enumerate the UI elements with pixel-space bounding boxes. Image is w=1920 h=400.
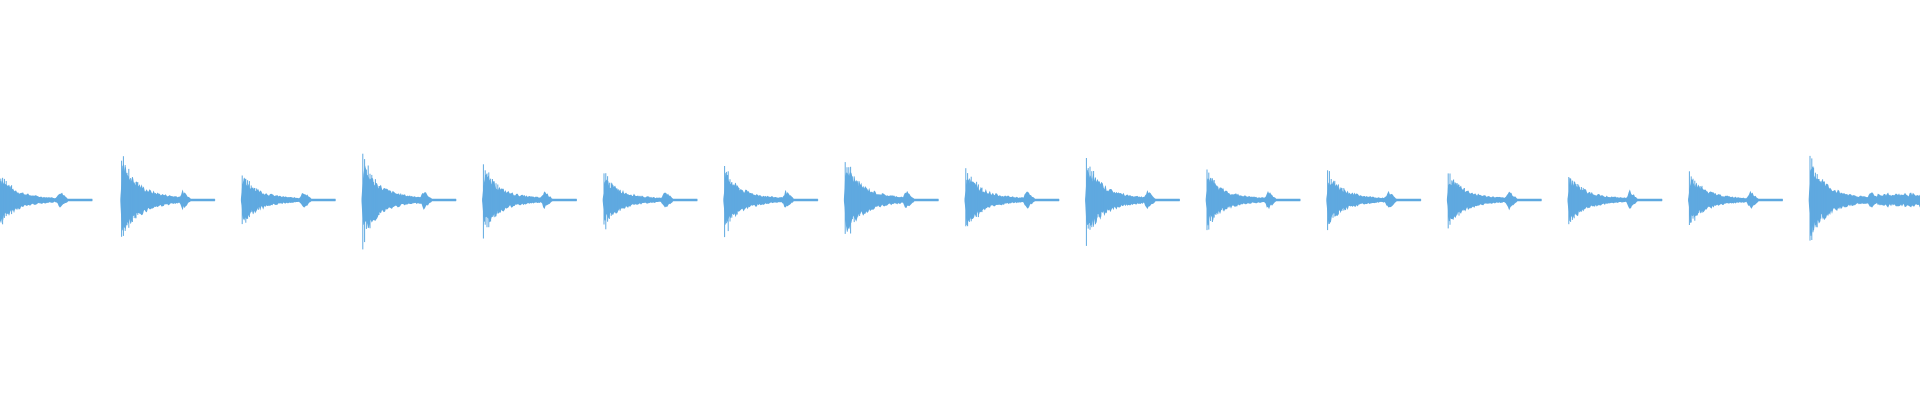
waveform-hit (240, 175, 336, 225)
waveform-hit (120, 156, 216, 237)
waveform-hit (1446, 173, 1542, 229)
waveform-hit (602, 173, 698, 230)
waveform-hit (482, 164, 577, 239)
waveform-hit (1808, 155, 1920, 241)
waveform-hit (1085, 158, 1180, 246)
waveform-hit (1205, 169, 1301, 231)
waveform-hit (843, 162, 939, 234)
waveform-hit (964, 168, 1060, 227)
waveform-hit-shape (1808, 165, 1920, 236)
waveform-hit (723, 166, 819, 238)
waveform-hit (1326, 170, 1422, 231)
waveform-hit (0, 177, 93, 225)
waveform-hit (1688, 171, 1783, 225)
waveform-hit (361, 153, 457, 250)
waveform-hit (1567, 177, 1663, 225)
